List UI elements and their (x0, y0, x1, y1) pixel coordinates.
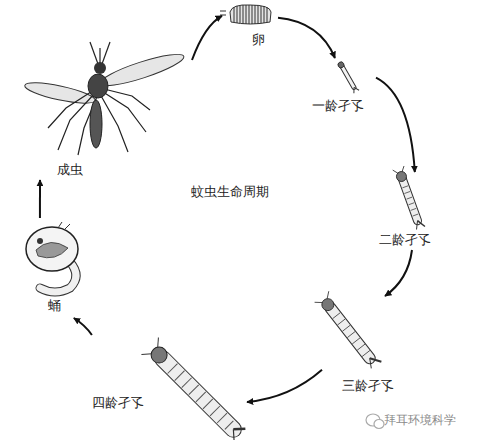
cycle-arrow (39, 180, 41, 218)
egg-raft (220, 5, 271, 24)
first-instar-stage: 一龄孑孓 (300, 58, 376, 116)
third-instar-stage: 三龄孑孓 (322, 296, 406, 400)
cycle-arrow (192, 16, 222, 60)
larva-third (315, 291, 383, 371)
stage-label: 二龄孑孓 (379, 232, 431, 248)
second-instar-stage: 二龄孑孓 (366, 172, 446, 250)
larva-second (393, 166, 426, 230)
watermark-icon (366, 414, 384, 429)
adult-mosquito (23, 42, 186, 155)
stage-label: 成虫 (57, 162, 83, 178)
stage-label: 四龄孑孓 (92, 395, 144, 411)
diagram-title: 蚊虫生命周期 (191, 184, 269, 200)
stage-label: 三龄孑孓 (342, 378, 394, 394)
stage-label: 蛹 (48, 298, 61, 314)
egg-stage: 卵 (222, 2, 278, 50)
adult-stage: 成虫 (22, 30, 192, 180)
larva-fourth (141, 337, 247, 443)
stage-label: 卵 (252, 32, 265, 48)
cycle-arrow (385, 250, 412, 296)
cycle-arrow (376, 78, 415, 172)
fourth-instar-stage: 四龄孑孓 (82, 335, 247, 445)
larva-first (337, 61, 359, 93)
pupa-stage: 蛹 (22, 218, 86, 318)
cycle-arrow (74, 318, 92, 335)
stage-label: 一龄孑孓 (312, 98, 364, 114)
pupa (26, 222, 78, 292)
cycle-arrow (278, 18, 335, 58)
cycle-arrow (247, 370, 322, 402)
watermark-text: 拜耳环境科学 (384, 413, 456, 428)
